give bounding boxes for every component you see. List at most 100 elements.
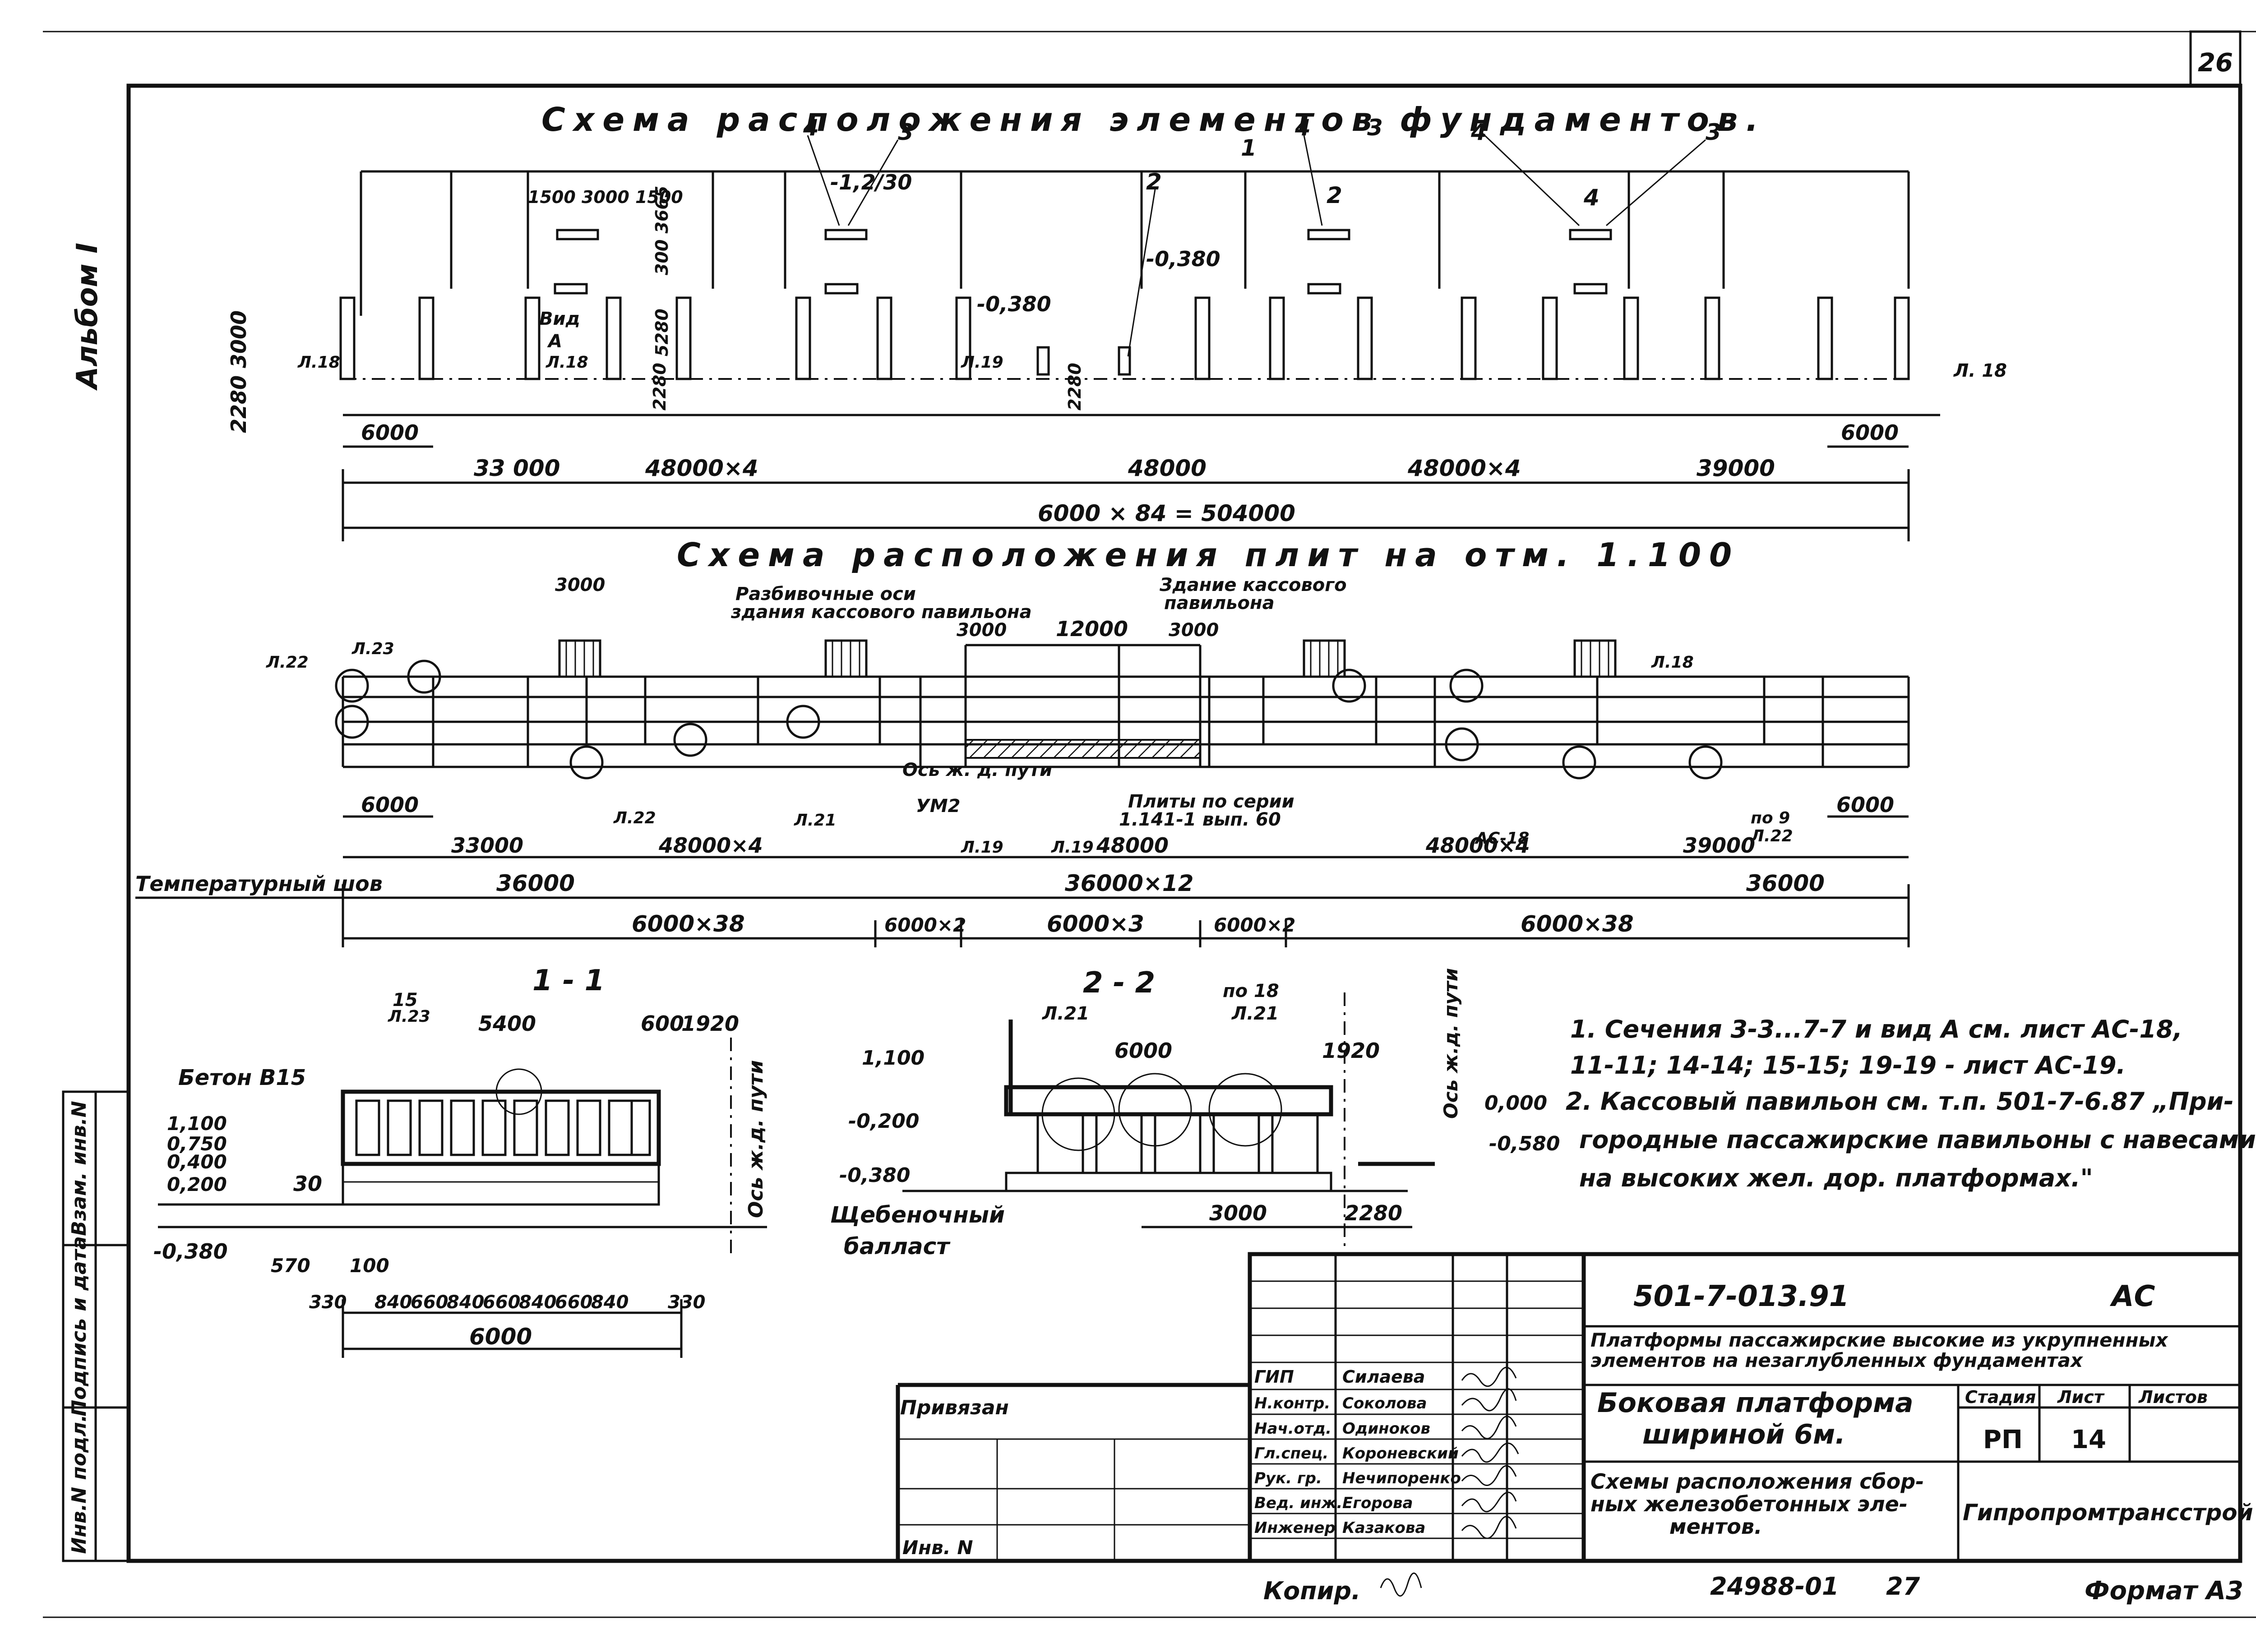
kopir-signature: [1380, 1573, 1422, 1597]
tb-sheet-label: Лист: [2057, 1387, 2105, 1407]
tb-project-l1: Платформы пассажирские высокие из укрупн…: [1590, 1329, 2169, 1351]
tb-role-3: Гл.спец.: [1254, 1444, 1328, 1463]
tb-role-6: Инженер: [1254, 1519, 1336, 1537]
fp-level-0380a: -0,380: [977, 292, 1051, 316]
sp-temp-shov: Температурный шов: [135, 872, 383, 896]
sp-6000b: 6000: [1836, 793, 1894, 817]
fp-level-label: -1,2/30: [830, 170, 912, 194]
fp-l18b: Л.18: [297, 353, 340, 372]
sp-l22b: Л.22: [613, 809, 656, 827]
s22-po18: по 18: [1223, 981, 1279, 1001]
s11-dim-6: 660: [555, 1292, 593, 1313]
svg-text:4: 4: [1294, 115, 1311, 141]
signature-date-label: Подпись и дата: [68, 1236, 91, 1417]
svg-text:1: 1: [1241, 135, 1257, 161]
sp-33000: 33000: [451, 833, 523, 858]
fp-dims-2280c: 2280: [1065, 363, 1085, 411]
s11-dim-3: 840: [447, 1292, 485, 1313]
sp-36000x12: 36000×12: [1065, 870, 1193, 896]
tb-name-2: Одиноков: [1342, 1420, 1430, 1438]
tb-name-4: Нечипоренко: [1342, 1469, 1461, 1487]
fp-dims-2280: 2280 3000: [227, 310, 251, 433]
svg-text:3: 3: [898, 119, 914, 145]
sp-36000b: 36000: [1746, 870, 1825, 896]
section-2-2: 2 - 2 Л.21 по 18 Л.21 6000 1920 Ось ж.д.…: [830, 966, 1560, 1260]
sp-um2: УМ2: [916, 796, 960, 817]
inv-podl-label: Инв.N подл.: [68, 1414, 91, 1554]
fp-dim-48000: 48000: [1128, 455, 1207, 481]
sp-l21: Л.21: [794, 811, 837, 830]
signature-3: [1461, 1442, 1519, 1463]
tb-sheets-label: Листов: [2138, 1387, 2208, 1407]
fp-dim-33000: 33 000: [474, 455, 560, 481]
s11-dim-0: 330: [309, 1292, 347, 1313]
tb-inv: Инв. N: [902, 1537, 973, 1559]
sp-ac18: АС-18: [1474, 829, 1529, 848]
slab-plan: Схема расположения плит на отм. 1.100: [135, 536, 1910, 947]
svg-text:4: 4: [803, 115, 819, 141]
s11-dim-7: 840: [591, 1292, 629, 1313]
s11-dim-5: 840: [519, 1292, 557, 1313]
note-line-4: городные пассажирские павильоны с навеса…: [1579, 1126, 2256, 1154]
sp-po9-l: Л.22: [1750, 827, 1793, 845]
sp-48000x4b: 48000×4: [1425, 833, 1530, 858]
general-notes: 1. Сечения 3-3...7-7 и вид А см. лист АС…: [1566, 1015, 2256, 1192]
sp-plity: Плиты по серии: [1128, 791, 1294, 812]
sp-6000x38b: 6000×38: [1521, 911, 1634, 937]
section-1-1: 1 - 1 15 Л.23 5400 600 1920 Бетон В15 1,…: [153, 964, 767, 1358]
sp-po9: по 9: [1751, 809, 1790, 827]
album-label: Альбом I: [71, 243, 104, 391]
tb-stage-label: Стадия: [1965, 1387, 2036, 1407]
tb-format: Формат А3: [2085, 1576, 2243, 1606]
svg-text:4: 4: [1470, 119, 1487, 145]
tb-name-1: Соколова: [1342, 1394, 1427, 1412]
sp-l22a: Л.22: [266, 653, 309, 672]
fp-l18c: Л. 18: [1953, 360, 2007, 381]
fp-vid: Вид: [539, 309, 580, 329]
s22-ballast2: балласт: [844, 1233, 951, 1260]
s22-lv1100: 1,100: [862, 1047, 925, 1070]
s11-570: 570: [271, 1255, 310, 1277]
s11-n15: 15: [393, 990, 418, 1011]
tb-role-4: Рук. гр.: [1254, 1469, 1322, 1487]
tb-stage: РП: [1983, 1425, 2023, 1454]
sp-l23a: Л.23: [351, 640, 394, 658]
s22-3000: 3000: [1209, 1201, 1267, 1225]
tb-doc-code: 501-7-013.91: [1633, 1280, 1849, 1313]
fp-dim-total: 6000 × 84 = 504000: [1038, 500, 1295, 526]
note-line-3: 2. Кассовый павильон см. т.п. 501-7-6.87…: [1566, 1087, 2234, 1116]
tb-kopir: Копир.: [1263, 1577, 1361, 1605]
note-line-2: 11-11; 14-14; 15-15; 19-19 - лист АС-19.: [1570, 1051, 2126, 1080]
note-line-1: 1. Сечения 3-3...7-7 и вид А см. лист АС…: [1570, 1015, 2182, 1043]
signature-5: [1461, 1491, 1517, 1513]
sp-pavilon: павильона: [1164, 593, 1275, 614]
svg-text:4: 4: [1583, 185, 1600, 211]
sp-6000x2a: 6000×2: [884, 914, 966, 936]
tb-name-3: Короневский: [1342, 1444, 1459, 1463]
s11-6000: 6000: [469, 1324, 532, 1350]
svg-text:2: 2: [1146, 169, 1162, 195]
s11-100: 100: [350, 1255, 389, 1277]
s11-title: 1 - 1: [532, 964, 605, 997]
s11-lv0750: 0,750: [167, 1133, 227, 1155]
fp-dim-48000x4b: 48000×4: [1407, 455, 1521, 481]
s11-5400: 5400: [478, 1011, 536, 1036]
sp-48000x4a: 48000×4: [658, 833, 763, 858]
sp-6000x2b: 6000×2: [1214, 914, 1295, 936]
s11-lv0400: 0,400: [167, 1151, 227, 1173]
vzam-inv-label: Взам. инв.N: [68, 1101, 91, 1236]
svg-text:2: 2: [1327, 182, 1342, 208]
s11-dim-8: 330: [668, 1292, 706, 1313]
sp-3000a: 3000: [555, 575, 605, 595]
signature-1: [1461, 1388, 1517, 1412]
s11-os: Ось ж.д. пути: [744, 1060, 767, 1218]
tb-mark: АС: [2109, 1280, 2155, 1313]
tb-org: Гипропромтрансстрой: [1963, 1500, 2253, 1526]
sp-os-puti: Ось ж. д. пути: [902, 760, 1052, 780]
sp-12000: 12000: [1056, 617, 1128, 641]
tb-project-l2: элементов на незаглубленных фундаментах: [1590, 1349, 2084, 1371]
sp-6000x38a: 6000×38: [632, 911, 745, 937]
sp-l19b: Л.19: [1051, 838, 1094, 857]
s22-2280: 2280: [1345, 1201, 1402, 1225]
tb-content-l2: ных железобетонных эле-: [1590, 1492, 1908, 1516]
